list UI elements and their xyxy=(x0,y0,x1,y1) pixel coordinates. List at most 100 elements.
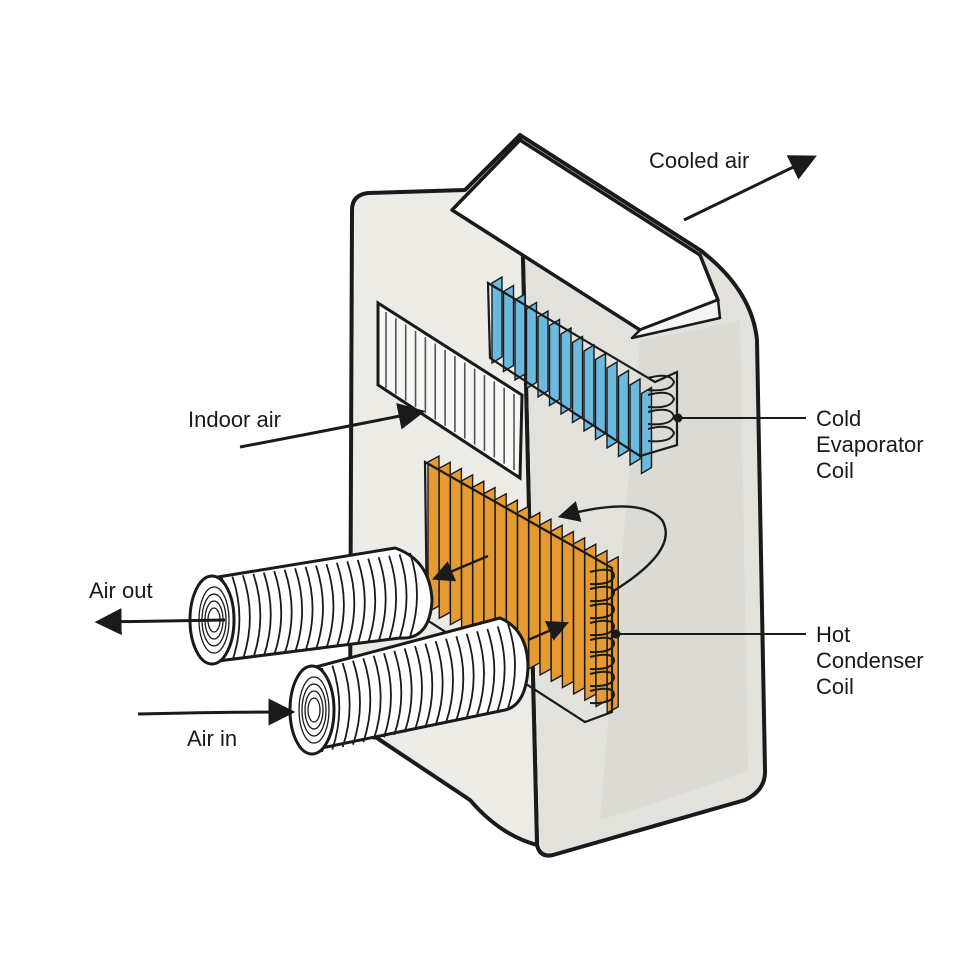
evaporator-label-line-1: Cold xyxy=(816,406,862,431)
condenser-fin xyxy=(438,461,451,620)
hose-inner-ring xyxy=(298,676,330,744)
air-out-label: Air out xyxy=(89,578,153,603)
intake-hose-opening xyxy=(288,664,336,756)
condenser-fin xyxy=(595,549,608,708)
condenser-fin xyxy=(449,467,463,626)
top-vent-edge xyxy=(630,298,722,340)
hose-ring xyxy=(283,569,293,654)
condenser-label-line-2: Condenser xyxy=(816,648,924,673)
hose-ring xyxy=(372,655,382,741)
hose-ring xyxy=(465,633,475,719)
evaporator-fin xyxy=(629,377,641,467)
hose-ring xyxy=(336,562,345,648)
condenser-tube xyxy=(589,636,616,654)
evaporator-label-line-2: Evaporator xyxy=(816,432,924,457)
hose-ring xyxy=(367,558,377,643)
evaporator-coil-label: Cold Evaporator Coil xyxy=(816,406,924,484)
condenser-fin xyxy=(572,536,586,696)
hose-ring xyxy=(273,570,283,656)
hose-ring xyxy=(388,555,398,641)
indoor-air-arrow xyxy=(239,402,426,449)
hose-ring xyxy=(331,665,341,750)
hose-ring xyxy=(341,662,351,748)
hose-ring xyxy=(231,576,241,661)
condenser-fin xyxy=(528,511,541,670)
hose-ring xyxy=(434,640,444,726)
condenser-intake-arrow xyxy=(527,620,569,642)
hose-ring xyxy=(356,559,366,645)
hose-ring xyxy=(455,635,465,721)
condenser-fin xyxy=(460,473,474,633)
evaporator-fin xyxy=(514,292,526,382)
evaporator-fin xyxy=(617,369,630,458)
condenser-fin xyxy=(550,524,563,683)
condenser-label-line-1: Hot xyxy=(816,622,851,647)
condenser-tube xyxy=(589,653,616,671)
condenser-exhaust-arrow xyxy=(432,554,489,582)
condenser-tube xyxy=(589,670,616,688)
evaporator-fin xyxy=(548,318,561,407)
hose-ring xyxy=(486,628,496,714)
hose-ring xyxy=(445,638,454,723)
air-in-arrow xyxy=(137,698,296,726)
hose-inner-ring xyxy=(307,697,321,723)
hose-ring xyxy=(242,574,251,660)
hose-ring xyxy=(424,643,434,728)
hose-ring xyxy=(393,650,403,736)
evaporator-tube xyxy=(647,425,676,443)
hose-ring xyxy=(414,645,423,731)
leader-lines xyxy=(611,413,806,639)
condenser-tube xyxy=(589,568,616,586)
intake-grille xyxy=(376,300,524,481)
hose-ring xyxy=(476,631,485,716)
evaporator-coil xyxy=(486,275,679,475)
hose-ring xyxy=(294,567,304,653)
air-in-label: Air in xyxy=(187,726,238,751)
hose-ring xyxy=(362,657,372,743)
hose-ring xyxy=(377,556,387,642)
condenser-label-line-3: Coil xyxy=(816,674,854,699)
hose-inner-ring xyxy=(301,683,327,737)
evaporator-label-line-3: Coil xyxy=(816,458,854,483)
condenser-coil-label: Hot Condenser Coil xyxy=(816,622,924,700)
evaporator-fin xyxy=(502,284,515,373)
hose-ring xyxy=(315,565,324,650)
condenser-tube xyxy=(589,585,616,603)
hose-ring xyxy=(403,648,413,733)
condenser-fin xyxy=(561,530,575,689)
indoor-air-label: Indoor air xyxy=(188,407,281,432)
hose-ring xyxy=(346,561,356,646)
hose-ring xyxy=(352,660,361,745)
hose-inner-ring xyxy=(304,690,324,730)
evaporator-fin xyxy=(560,326,572,416)
recirculation-arrow xyxy=(557,501,667,594)
condenser-fin xyxy=(539,517,552,677)
hose-ring xyxy=(507,623,516,709)
condenser-tube xyxy=(589,619,616,637)
hose-ring xyxy=(409,552,418,638)
condenser-tube xyxy=(589,687,616,705)
hose-ring xyxy=(496,626,506,711)
evaporator-fin xyxy=(583,343,595,433)
hose-ring xyxy=(383,653,392,738)
hose-ring xyxy=(252,573,262,659)
hose-ring xyxy=(262,572,272,657)
intake-hose xyxy=(288,616,530,756)
evaporator-fin xyxy=(640,386,653,475)
evaporator-outline xyxy=(486,281,679,458)
ac-unit xyxy=(348,133,768,858)
evaporator-fin xyxy=(525,301,538,390)
condenser-tube xyxy=(589,602,616,620)
hose-ring xyxy=(304,566,314,652)
evaporator-fin xyxy=(571,335,584,424)
top-vent-panel xyxy=(450,138,720,332)
cooled-air-arrow xyxy=(683,155,817,222)
air-out-arrow xyxy=(94,608,226,636)
hose-ring xyxy=(398,554,408,639)
evaporator-fin xyxy=(491,275,503,365)
evaporator-tube xyxy=(647,374,676,392)
arrows xyxy=(94,155,817,726)
evaporator-tube xyxy=(647,391,676,409)
hose-ring xyxy=(325,563,335,649)
cooled-air-label: Cooled air xyxy=(649,148,750,173)
